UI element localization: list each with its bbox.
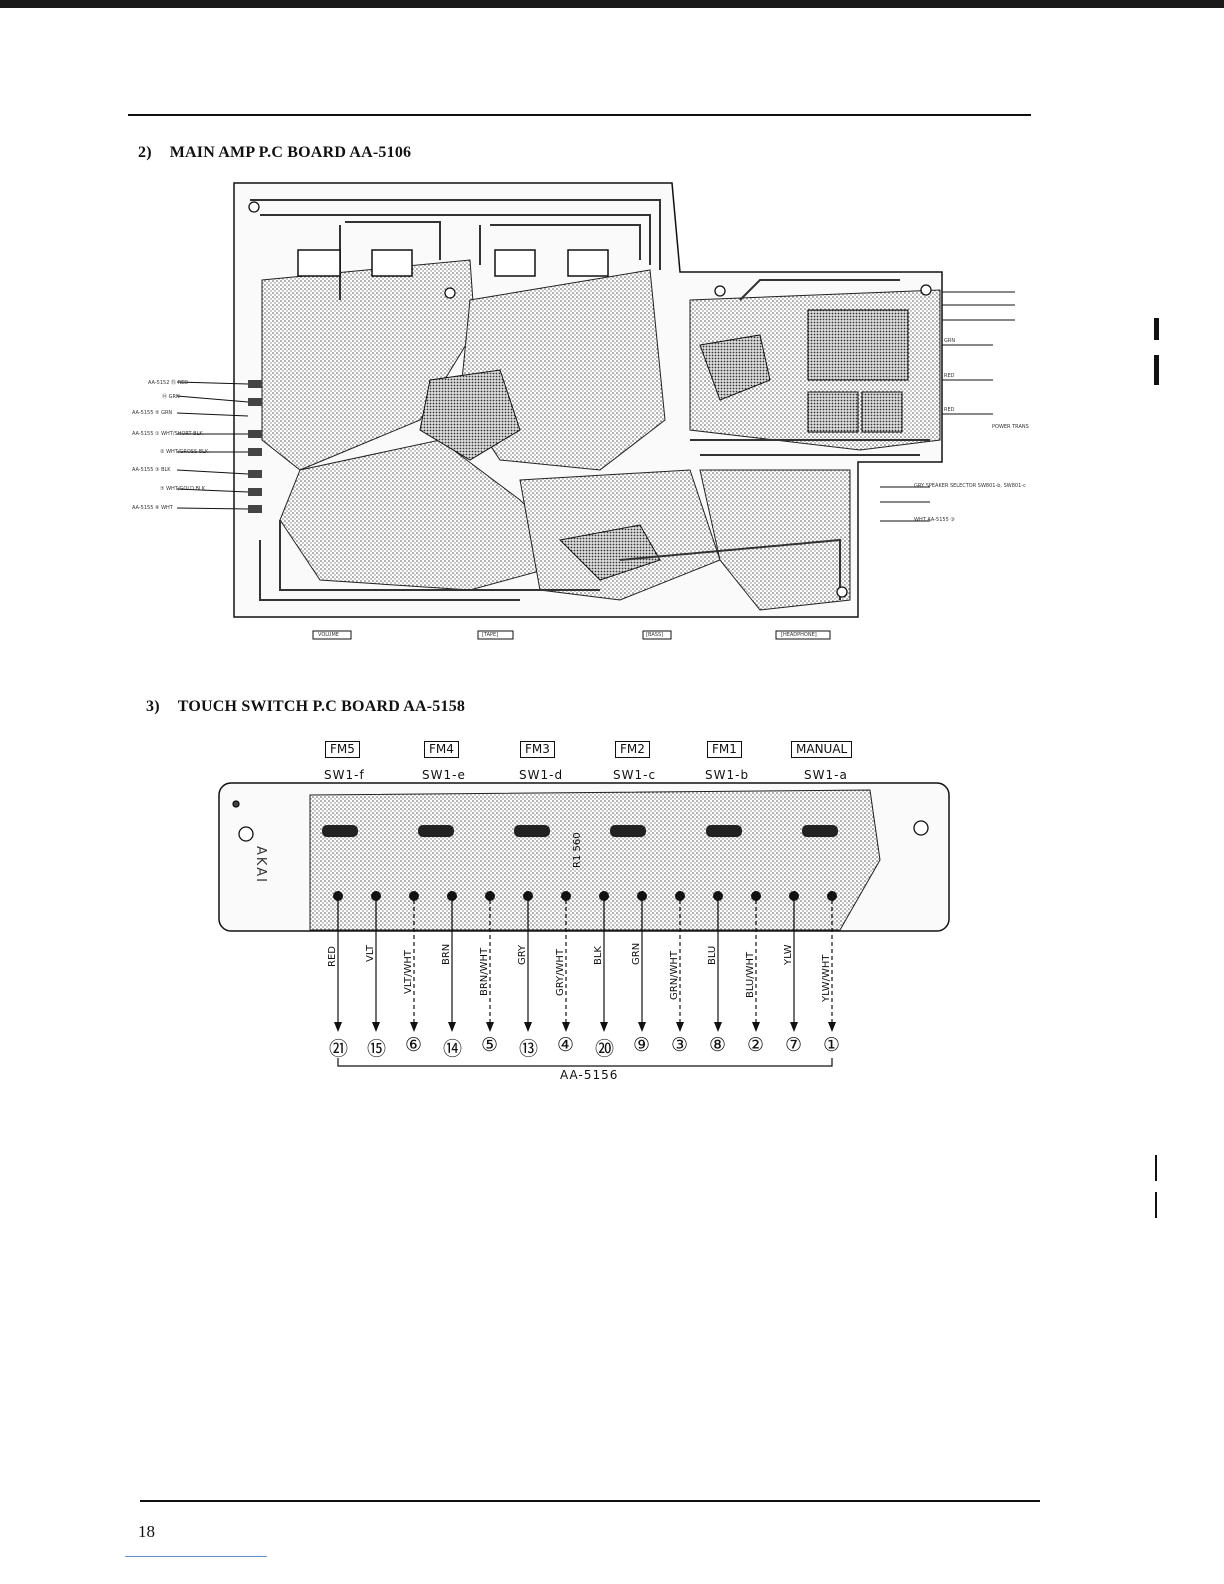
touch-switch-solder-points: [333, 891, 837, 901]
terminal-8: ⑧: [709, 1035, 727, 1056]
section-2-title: MAIN AMP P.C BOARD AA-5106: [169, 144, 412, 161]
button-label-fm2: FM2: [615, 741, 650, 758]
section-3-number: 3): [146, 698, 160, 715]
switch-label-e: SW1-e: [422, 768, 466, 782]
wire-label-vlt-wht: VLT/WHT: [403, 949, 414, 994]
board-brand-akai: AKAI: [253, 846, 268, 884]
top-scan-band: [0, 0, 1224, 8]
footer-rule: [140, 1500, 1040, 1502]
bottom-label-headphone: [HEADPHONE]: [781, 632, 817, 638]
button-label-fm3: FM3: [520, 741, 555, 758]
header-rule: [128, 114, 1031, 116]
mounting-holes: [248, 201, 932, 598]
wire-label-blk: BLK: [593, 946, 604, 965]
touch-switch-holes: [232, 800, 929, 842]
switch-label-a: SW1-a: [804, 768, 848, 782]
margin-mark-4: [1155, 1192, 1157, 1218]
resistor-label-r1: R1 560: [572, 832, 583, 868]
bottom-label-boxes: [312, 630, 831, 640]
aa-5156-bracket: [337, 1058, 833, 1067]
bottom-label-volume: VOLUME: [318, 632, 339, 638]
power-trans-label: POWER TRANS: [992, 424, 1029, 430]
margin-mark-1: [1154, 318, 1159, 340]
section-3-title: TOUCH SWITCH P.C BOARD AA-5158: [177, 698, 466, 715]
left-lead-lines: [176, 381, 249, 510]
terminal-9: ⑨: [633, 1035, 651, 1056]
margin-mark-2: [1154, 355, 1159, 385]
right-lead-lines: [880, 291, 1015, 522]
terminal-2: ②: [747, 1035, 765, 1056]
terminal-3: ③: [671, 1035, 689, 1056]
pcb-traces: [250, 199, 930, 601]
power-transistors: [297, 249, 609, 277]
dense-copper: [419, 309, 909, 581]
switch-label-f: SW1-f: [324, 768, 365, 782]
power-wire-2: RED: [944, 373, 955, 379]
touch-switch-led-pads: [322, 825, 838, 837]
switch-label-b: SW1-b: [705, 768, 750, 782]
touch-switch-arrowheads: [334, 1022, 836, 1032]
button-label-manual: MANUAL: [791, 741, 853, 758]
terminal-6: ⑥: [405, 1035, 423, 1056]
wire-label-grn: GRN: [631, 942, 642, 965]
button-label-fm1: FM1: [707, 741, 742, 758]
terminal-5: ⑤: [481, 1035, 499, 1056]
terminal-1: ①: [823, 1035, 841, 1056]
terminal-20: ⑳: [595, 1039, 615, 1060]
wire-label-grn-wht: GRN/WHT: [669, 950, 680, 1000]
wire-label-brn-wht: BRN/WHT: [479, 947, 490, 996]
section-2-heading: 2) MAIN AMP P.C BOARD AA-5106: [138, 144, 411, 162]
terminal-15: ⑮: [367, 1039, 387, 1060]
bottom-label-tape: [TAPE]: [482, 632, 499, 638]
section-3-heading: 3) TOUCH SWITCH P.C BOARD AA-5158: [146, 698, 465, 716]
left-connector-2: ⑭ GRN: [162, 394, 180, 400]
page-number: 18: [138, 1522, 155, 1541]
switch-label-c: SW1-c: [613, 768, 657, 782]
wire-label-ylw-wht: YLW/WHT: [821, 954, 832, 1002]
right-connector-1: GRY SPEAKER SELECTOR SW801-b, SW801-c: [914, 483, 1026, 489]
left-connector-6: AA-5155 ③ BLK: [132, 467, 171, 473]
right-connector-2: WHT AA-5155 ③: [914, 517, 955, 523]
terminal-7: ⑦: [785, 1035, 803, 1056]
left-connector-8: AA-5155 ⑧ WHT: [132, 505, 173, 511]
touch-switch-wires: [337, 900, 833, 1030]
left-connector-pads: [248, 380, 262, 513]
wire-label-brn: BRN: [441, 943, 452, 965]
switch-label-d: SW1-d: [519, 768, 564, 782]
wire-label-blu-wht: BLU/WHT: [745, 951, 756, 998]
wire-label-blu: BLU: [707, 945, 718, 965]
power-wire-3: RED: [944, 407, 955, 413]
power-wire-1: GRN: [944, 338, 956, 344]
terminal-21: ㉑: [329, 1039, 349, 1060]
bottom-label-bass: [BASS]: [646, 632, 664, 638]
section-2-number: 2): [138, 144, 152, 161]
left-connector-5: ② WHT/GROSS BLK: [160, 449, 209, 455]
left-connector-3: AA-5155 ⑤ GRN: [132, 410, 173, 416]
wire-label-red: RED: [327, 946, 338, 967]
margin-mark-3: [1155, 1155, 1157, 1181]
wire-label-gry: GRY: [517, 944, 528, 965]
terminal-4: ④: [557, 1035, 575, 1056]
left-connector-1: AA-5152 ⑮ RED: [148, 380, 189, 386]
button-label-fm4: FM4: [424, 741, 459, 758]
terminal-13: ⑬: [519, 1039, 539, 1060]
left-connector-7: ⑦ WHT/GOLD BLK: [160, 486, 206, 492]
left-connector-4: AA-5155 ① WHT/SHORT BLK: [132, 431, 203, 437]
terminal-14: ⑭: [443, 1039, 463, 1060]
footer-underline: [125, 1556, 267, 1557]
wire-label-gry-wht: GRY/WHT: [555, 948, 566, 996]
button-label-fm5: FM5: [325, 741, 360, 758]
wire-label-ylw: YLW: [783, 944, 794, 965]
wire-label-vlt: VLT: [365, 944, 376, 962]
connector-ref-aa-5156: AA-5156: [556, 1068, 623, 1082]
